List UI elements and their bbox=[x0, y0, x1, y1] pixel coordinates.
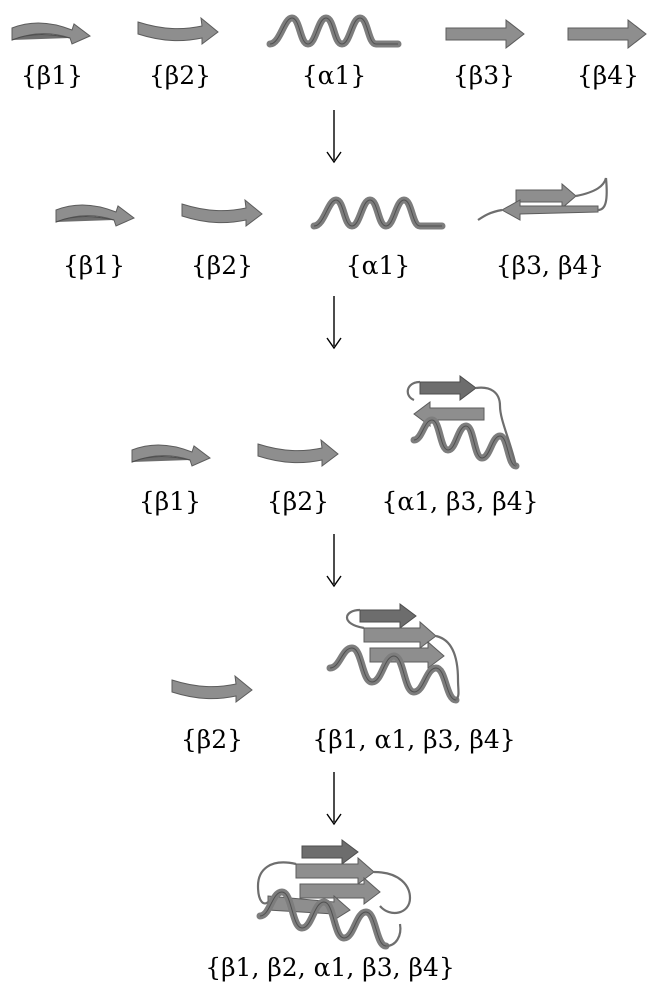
stage2-label-3: {α1} bbox=[346, 251, 411, 280]
beta1-strand-icon bbox=[55, 204, 135, 227]
folded-protein-icon bbox=[258, 840, 410, 946]
alpha-beta-domain-icon bbox=[330, 604, 459, 700]
arrow-2-3 bbox=[326, 296, 342, 350]
stage1-label-3: {α1} bbox=[302, 61, 367, 90]
beta2-strand-icon bbox=[257, 439, 339, 467]
stage5-label-1: {β1, β2, α1, β3, β4} bbox=[205, 953, 455, 982]
arrow-1-2 bbox=[326, 110, 342, 164]
stage-1: {β1} {β2} {α1} {β3} {β4} bbox=[11, 17, 647, 90]
arrow-4-5 bbox=[326, 772, 342, 826]
stage-3: {β1} {β2} {α1, β3, β4} bbox=[131, 376, 539, 516]
alpha1-helix-icon bbox=[314, 200, 442, 226]
stage3-label-1: {β1} bbox=[139, 487, 201, 516]
alpha1-helix-icon bbox=[270, 18, 398, 44]
arrow-3-4 bbox=[326, 534, 342, 588]
stage2-label-2: {β2} bbox=[191, 251, 253, 280]
stage2-label-1: {β1} bbox=[63, 251, 125, 280]
stage-2: {β1} {β2} {α1} {β3, β4} bbox=[55, 176, 608, 280]
beta4-strand-icon bbox=[567, 19, 647, 49]
stage3-label-3: {α1, β3, β4} bbox=[381, 487, 538, 516]
stage1-label-5: {β4} bbox=[577, 61, 639, 90]
beta2-strand-icon bbox=[171, 675, 253, 703]
stage1-label-4: {β3} bbox=[453, 61, 515, 90]
beta1-strand-icon bbox=[11, 22, 91, 45]
beta-hairpin-icon bbox=[476, 176, 608, 222]
beta3-strand-icon bbox=[445, 19, 525, 49]
stage-4: {β2} {β1, α1, β3, β4} bbox=[171, 604, 516, 754]
stage1-label-2: {β2} bbox=[149, 61, 211, 90]
stage4-label-2: {β1, α1, β3, β4} bbox=[312, 725, 515, 754]
stage3-label-2: {β2} bbox=[267, 487, 329, 516]
stage2-label-4: {β3, β4} bbox=[496, 251, 604, 280]
beta2-strand-icon bbox=[137, 17, 219, 45]
alpha-beta-domain-icon bbox=[408, 376, 516, 466]
stage-5: {β1, β2, α1, β3, β4} bbox=[205, 840, 455, 982]
stage4-label-1: {β2} bbox=[181, 725, 243, 754]
beta1-strand-icon bbox=[131, 444, 211, 467]
stage1-label-1: {β1} bbox=[21, 61, 83, 90]
beta2-strand-icon bbox=[181, 199, 263, 227]
